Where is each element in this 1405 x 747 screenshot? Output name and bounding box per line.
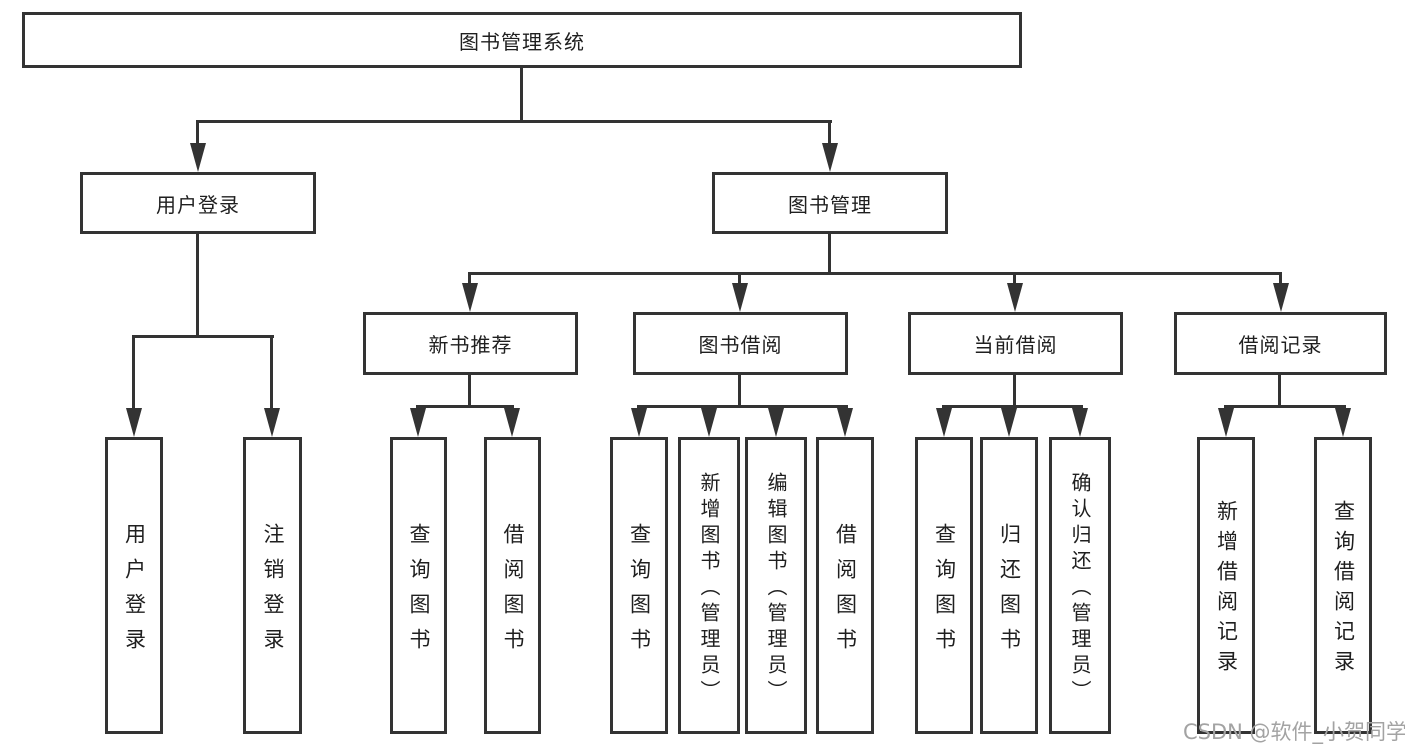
- arrow-down-icon: [1007, 283, 1023, 312]
- connector-line: [1278, 375, 1281, 407]
- node-label: 新增借阅记录: [1214, 500, 1239, 680]
- arrow-down-icon: [1218, 408, 1234, 437]
- node-book-borrowing: 图书借阅: [633, 312, 848, 375]
- node-library-management-system: 图书管理系统: [22, 12, 1022, 68]
- node-label: 查询图书: [932, 522, 957, 663]
- connector-line: [1013, 274, 1016, 286]
- arrow-down-icon: [504, 408, 520, 437]
- connector-line: [468, 272, 1282, 275]
- node-label: 查询图书: [627, 522, 652, 663]
- node-borrowing-records: 借阅记录: [1174, 312, 1387, 375]
- node-label: 新增图书（管理员）: [697, 471, 721, 706]
- arrow-down-icon: [768, 408, 784, 437]
- connector-line: [416, 405, 514, 408]
- leaf-search-borrow-record: 查询借阅记录: [1314, 437, 1372, 734]
- arrow-down-icon: [936, 408, 952, 437]
- node-label: 新书推荐: [428, 333, 513, 357]
- connector-line: [738, 375, 741, 407]
- leaf-edit-book-admin: 编辑图书（管理员）: [745, 437, 807, 734]
- leaf-logout: 注销登录: [243, 437, 302, 734]
- leaf-user-login: 用户登录: [105, 437, 163, 734]
- leaf-add-book-admin: 新增图书（管理员）: [678, 437, 740, 734]
- node-current-borrowing: 当前借阅: [908, 312, 1123, 375]
- arrow-down-icon: [264, 408, 280, 437]
- connector-line: [132, 337, 135, 410]
- arrow-down-icon: [462, 283, 478, 312]
- connector-line: [468, 274, 471, 286]
- node-user-login: 用户登录: [80, 172, 316, 234]
- connector-line: [828, 122, 831, 146]
- leaf-return-books: 归还图书: [980, 437, 1038, 734]
- node-label: 注销登录: [261, 522, 285, 663]
- connector-line: [1013, 375, 1016, 407]
- node-label: 借阅图书: [501, 522, 525, 663]
- connector-line: [468, 375, 471, 407]
- node-label: 图书管理: [788, 192, 872, 217]
- arrow-down-icon: [190, 143, 206, 172]
- node-label: 归还图书: [997, 522, 1022, 663]
- connector-line: [738, 274, 741, 286]
- node-label: 图书管理系统: [459, 29, 585, 54]
- arrow-down-icon: [410, 408, 426, 437]
- node-label: 借阅图书: [833, 522, 858, 663]
- connector-line: [196, 120, 832, 123]
- connector-line: [637, 405, 848, 408]
- arrow-down-icon: [732, 283, 748, 312]
- arrow-down-icon: [701, 408, 717, 437]
- arrow-down-icon: [1273, 283, 1289, 312]
- node-label: 查询图书: [407, 522, 431, 663]
- node-label: 用户登录: [156, 192, 240, 217]
- connector-line: [196, 122, 199, 146]
- node-book-management: 图书管理: [712, 172, 948, 234]
- node-label: 编辑图书（管理员）: [764, 471, 788, 706]
- leaf-confirm-return-admin: 确认归还（管理员）: [1049, 437, 1111, 734]
- node-label: 图书借阅: [698, 333, 783, 357]
- leaf-borrow-books-borrowing: 借阅图书: [816, 437, 874, 734]
- leaf-search-books-current: 查询图书: [915, 437, 973, 734]
- node-label: 用户登录: [122, 522, 147, 663]
- connector-line: [270, 337, 273, 410]
- connector-line: [1279, 274, 1282, 286]
- arrow-down-icon: [126, 408, 142, 437]
- connector-line: [1224, 405, 1346, 408]
- node-label: 当前借阅: [973, 333, 1058, 357]
- connector-line: [942, 405, 1083, 408]
- leaf-borrow-books-recommend: 借阅图书: [484, 437, 541, 734]
- node-new-book-recommendation: 新书推荐: [363, 312, 578, 375]
- leaf-search-books-borrowing: 查询图书: [610, 437, 668, 734]
- connector-line: [196, 234, 199, 337]
- connector-line: [132, 335, 274, 338]
- arrow-down-icon: [837, 408, 853, 437]
- node-label: 查询借阅记录: [1331, 500, 1356, 680]
- leaf-search-books-recommend: 查询图书: [390, 437, 447, 734]
- leaf-add-borrow-record: 新增借阅记录: [1197, 437, 1255, 734]
- arrow-down-icon: [1335, 408, 1351, 437]
- arrow-down-icon: [1001, 408, 1017, 437]
- connector-line: [828, 234, 831, 274]
- arrow-down-icon: [822, 143, 838, 172]
- watermark: CSDN @软件_小贺同学: [1183, 720, 1405, 744]
- connector-line: [520, 67, 523, 121]
- arrow-down-icon: [1072, 408, 1088, 437]
- node-label: 借阅记录: [1238, 333, 1323, 357]
- node-label: 确认归还（管理员）: [1068, 471, 1092, 706]
- arrow-down-icon: [631, 408, 647, 437]
